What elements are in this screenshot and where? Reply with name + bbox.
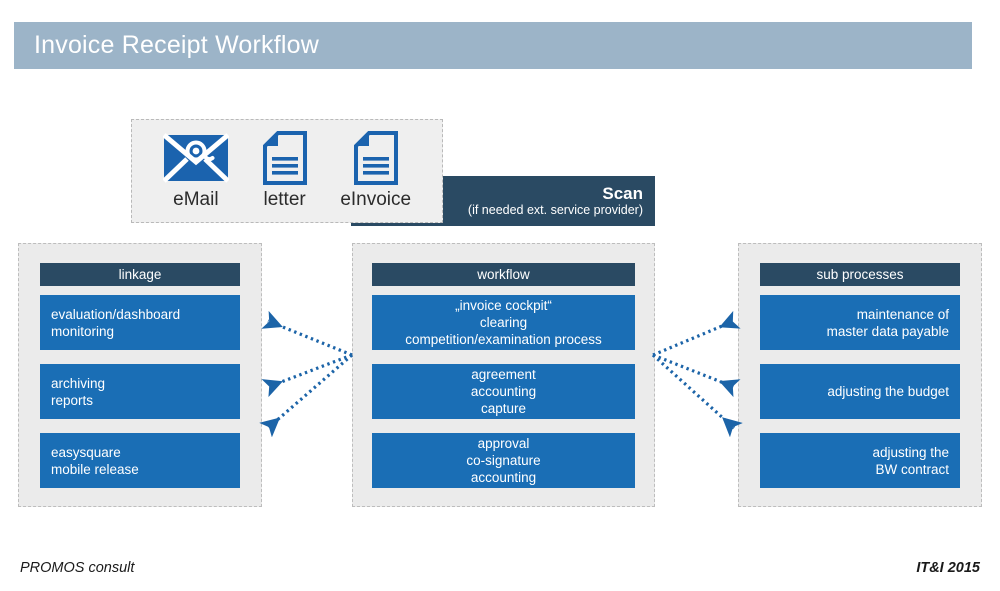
footer-left: PROMOS consult bbox=[20, 560, 135, 576]
footer-right: IT&I 2015 bbox=[916, 560, 980, 576]
process-box[interactable]: easysquare mobile release bbox=[40, 433, 240, 488]
envelope-at-icon bbox=[162, 132, 229, 184]
column-panel-linkage: linkage evaluation/dashboard monitoring … bbox=[18, 243, 262, 507]
input-source-label: letter bbox=[263, 188, 306, 210]
process-box[interactable]: adjusting the BW contract bbox=[760, 433, 960, 488]
input-source-letter: letter bbox=[262, 130, 307, 211]
process-box-line: easysquare bbox=[51, 444, 121, 460]
process-box[interactable]: agreement accounting capture bbox=[372, 364, 635, 419]
process-box[interactable]: archiving reports bbox=[40, 364, 240, 419]
column-header-sub-processes: sub processes bbox=[760, 263, 960, 286]
process-box[interactable]: adjusting the budget bbox=[760, 364, 960, 419]
process-box-line: master data payable bbox=[826, 323, 949, 339]
process-box-line: adjusting the budget bbox=[827, 384, 949, 399]
column-header-workflow: workflow bbox=[372, 263, 635, 286]
input-source-label: eMail bbox=[173, 188, 219, 210]
process-box-line: co-signature bbox=[466, 453, 541, 468]
input-sources-panel: eMail letter eInvoice bbox=[131, 119, 443, 223]
input-source-einvoice: eInvoice bbox=[340, 130, 412, 211]
input-source-email: eMail bbox=[162, 132, 229, 211]
process-box-line: accounting bbox=[470, 470, 537, 485]
column-panel-sub-processes: sub processes maintenance of master data… bbox=[738, 243, 982, 507]
process-box-line: „invoice cockpit“ bbox=[455, 298, 552, 313]
process-box-line: monitoring bbox=[51, 323, 115, 339]
page-title: Invoice Receipt Workflow bbox=[34, 31, 320, 59]
process-box-line: accounting bbox=[470, 384, 537, 399]
process-box-line: reports bbox=[51, 392, 94, 408]
page-title-bar: Invoice Receipt Workflow bbox=[14, 22, 972, 69]
column-panel-workflow: workflow „invoice cockpit“ clearing comp… bbox=[352, 243, 655, 507]
process-box-line: agreement bbox=[471, 367, 536, 382]
process-box-line: capture bbox=[480, 401, 527, 416]
process-box-line: archiving bbox=[51, 375, 106, 391]
process-box-line: mobile release bbox=[51, 461, 139, 477]
scan-subtitle: (if needed ext. service provider) bbox=[467, 203, 643, 217]
process-box[interactable]: evaluation/dashboard monitoring bbox=[40, 295, 240, 350]
document-icon bbox=[353, 130, 398, 185]
process-box-line: approval bbox=[477, 436, 530, 451]
process-box-line: adjusting the bbox=[872, 444, 949, 460]
scan-title: Scan bbox=[602, 184, 643, 203]
process-box[interactable]: „invoice cockpit“ clearing competition/e… bbox=[372, 295, 635, 350]
process-box-line: maintenance of bbox=[856, 306, 949, 322]
process-box-line: evaluation/dashboard bbox=[51, 306, 181, 322]
column-header-linkage: linkage bbox=[40, 263, 240, 286]
process-box-line: competition/examination process bbox=[405, 332, 602, 347]
document-icon bbox=[262, 130, 307, 185]
process-box-line: clearing bbox=[479, 315, 528, 330]
process-box-line: BW contract bbox=[875, 461, 949, 477]
process-box[interactable]: maintenance of master data payable bbox=[760, 295, 960, 350]
process-box[interactable]: approval co-signature accounting bbox=[372, 433, 635, 488]
input-source-label: eInvoice bbox=[340, 188, 412, 210]
